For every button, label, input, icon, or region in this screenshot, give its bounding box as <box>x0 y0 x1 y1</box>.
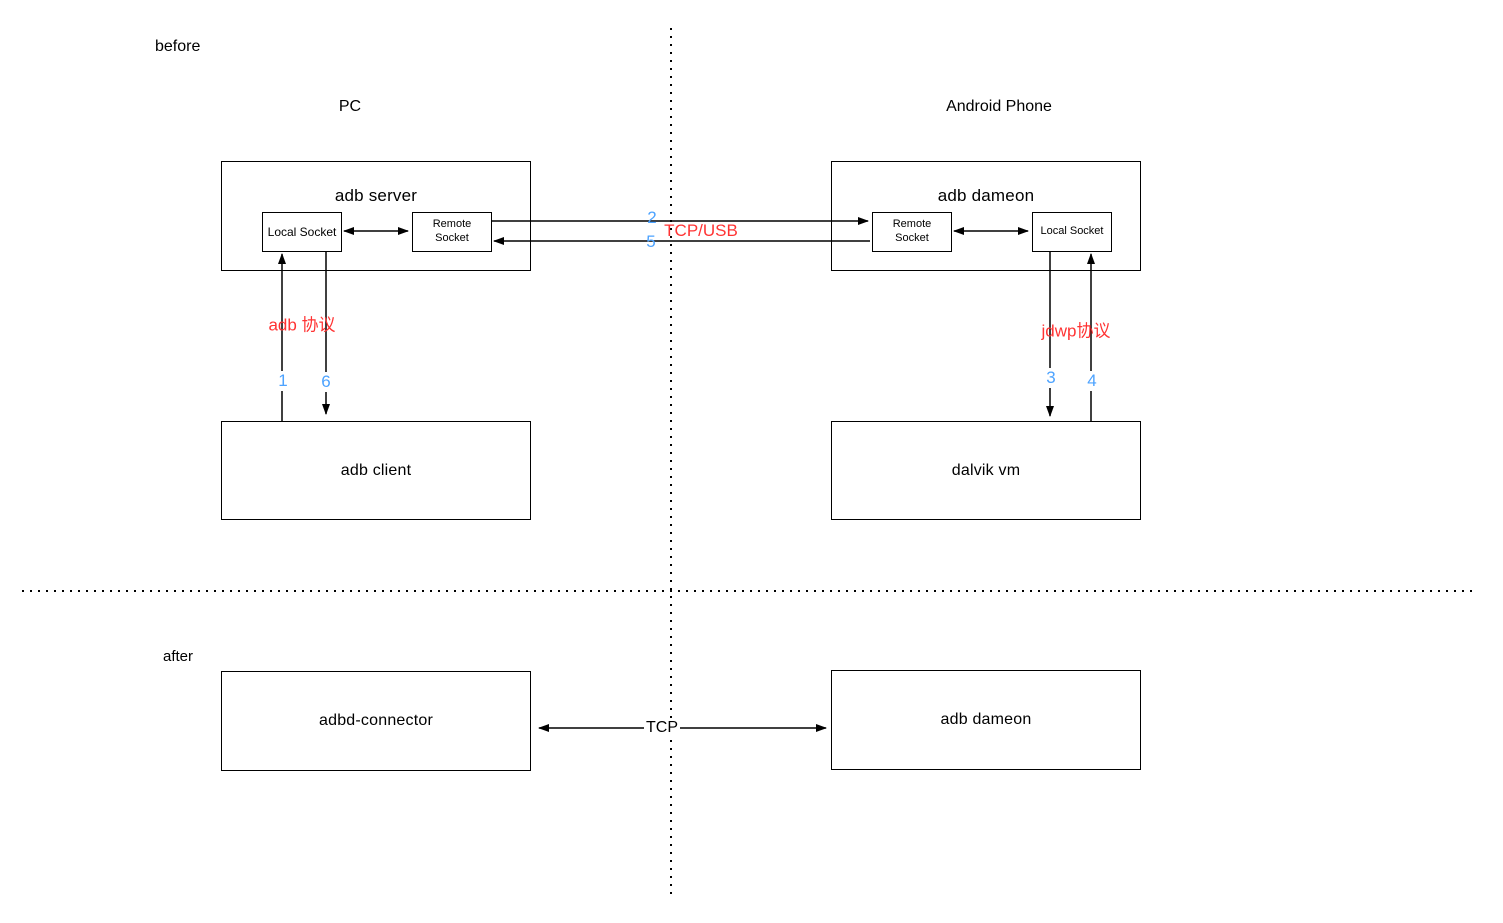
dalvik-vm-box: dalvik vm <box>831 421 1141 520</box>
phone-remote-socket-box: Remote Socket <box>872 212 952 252</box>
phone-local-socket-box: Local Socket <box>1032 212 1112 252</box>
adb-client-label: adb client <box>340 461 412 479</box>
step-4-label: 4 <box>1085 371 1099 391</box>
pc-remote-socket-label: Remote Socket <box>432 218 472 244</box>
adb-server-box: adb server Local Socket Remote Socket <box>221 161 531 271</box>
step-3-label: 3 <box>1044 368 1058 388</box>
pc-title: PC <box>338 98 362 115</box>
step-1-label: 1 <box>276 371 290 391</box>
tcp-link-label: TCP <box>644 719 680 737</box>
jdwp-protocol-label: jdwp协议 <box>1041 321 1111 341</box>
tcp-usb-link-label: TCP/USB <box>664 221 738 240</box>
section-label-after: after <box>163 648 194 665</box>
pc-remote-socket-box: Remote Socket <box>412 212 492 252</box>
pc-local-socket-box: Local Socket <box>262 212 342 252</box>
dalvik-vm-label: dalvik vm <box>951 461 1021 479</box>
adb-daemon-title: adb dameon <box>937 186 1035 205</box>
phone-remote-socket-label: Remote Socket <box>892 218 932 244</box>
adb-server-title: adb server <box>334 186 418 205</box>
adb-protocol-label: adb 协议 <box>268 315 336 335</box>
android-phone-title: Android Phone <box>946 98 1052 115</box>
adbd-connector-label: adbd-connector <box>319 712 433 729</box>
step-6-label: 6 <box>319 372 333 392</box>
adb-client-box: adb client <box>221 421 531 520</box>
phone-local-socket-label: Local Socket <box>1040 225 1104 238</box>
adb-daemon-after-label: adb dameon <box>940 711 1032 728</box>
step-5-label: 5 <box>646 232 656 251</box>
pc-local-socket-label: Local Socket <box>267 224 337 239</box>
step-2-label: 2 <box>647 208 657 227</box>
section-label-before: before <box>155 38 201 55</box>
adb-daemon-after-box: adb dameon <box>831 670 1141 770</box>
adb-daemon-box: adb dameon Remote Socket Local Socket <box>831 161 1141 271</box>
adbd-connector-box: adbd-connector <box>221 671 531 771</box>
